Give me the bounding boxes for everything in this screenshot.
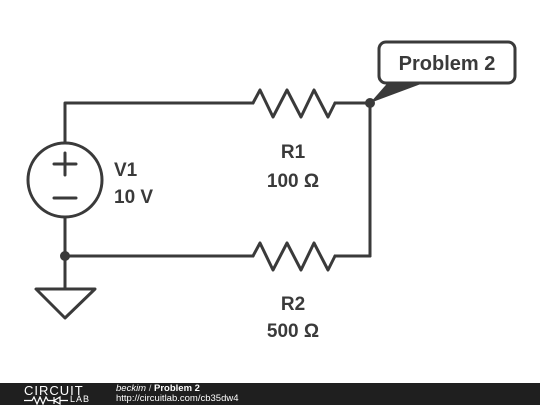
r1-name-label: R1: [281, 142, 306, 163]
circuit-title: Problem 2: [154, 383, 200, 394]
separator: /: [146, 383, 155, 394]
callout-label: Problem 2: [399, 53, 496, 75]
circuitlab-logo[interactable]: CIRCUIT LAB: [24, 384, 96, 405]
wire-left-top: [63, 101, 255, 145]
resistor-r1-symbol: [251, 88, 337, 119]
author-link[interactable]: beckim: [116, 383, 147, 394]
r2-value-label: 500 Ω: [267, 321, 319, 342]
source-value-label: 10 V: [114, 187, 153, 208]
r1-value-label: 100 Ω: [267, 171, 319, 192]
plus-sign-icon: [52, 151, 78, 177]
circuit-schematic: Problem 2 V1 10 V R1 100 Ω R2 500 Ω: [26, 40, 517, 342]
ground-icon: [34, 287, 97, 320]
r2-name-label: R2: [281, 294, 305, 315]
resistor-r2-symbol: [251, 241, 337, 272]
source-name-label: V1: [114, 160, 138, 181]
junction-node-ground: [60, 251, 70, 261]
callout-box: [377, 40, 517, 85]
footer-bar: CIRCUIT LAB beckim / Problem 2 http://ci…: [0, 383, 540, 405]
circuit-url-link[interactable]: http://circuitlab.com/cb35dw4: [116, 393, 239, 404]
logo-wordmark: CIRCUIT: [24, 383, 84, 398]
logo-lab-text: LAB: [70, 394, 91, 404]
voltage-source-v1-symbol: [26, 141, 104, 219]
logo-resistor-icon: [24, 396, 68, 405]
footer-meta: beckim / Problem 2 http://circuitlab.com…: [116, 384, 239, 404]
